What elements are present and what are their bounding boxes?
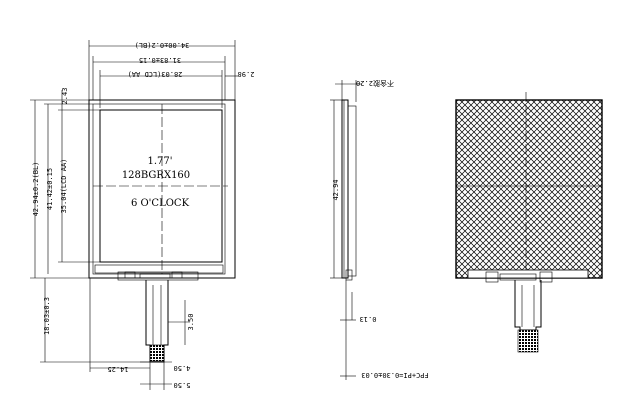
- dim-lcd-aa-height: 35.04(LCD AA): [60, 159, 68, 214]
- panel-size-label: 1.77': [147, 156, 172, 167]
- dim-side-height: 42.94: [332, 179, 340, 200]
- dim-right-offset: 2.98: [238, 70, 255, 78]
- panel-resolution-label: 128BGRX160: [122, 170, 190, 181]
- dim-fpc-gap: 4.50: [174, 364, 191, 372]
- dim-bl-width: 34.00±0.2(BL): [135, 41, 190, 49]
- dim-outer-height: 41.42±0.15: [46, 168, 54, 210]
- dim-fpc-pos: 14.25: [107, 365, 128, 373]
- dim-side-thickness: 不含胶2.20: [356, 79, 394, 88]
- dim-fpc-total: FPC+PI=0.30±0.03: [361, 371, 428, 379]
- dim-lcd-aa-width: 28.03(LCD AA): [128, 70, 183, 78]
- fpc-contact-pads: [149, 344, 165, 362]
- panel-view-label: 6 O'CLOCK: [131, 198, 190, 209]
- dim-fpc-width: 3.50: [187, 314, 195, 331]
- dim-fpc-thickness: 0.13: [360, 315, 377, 323]
- dim-fpc-bottom: 5.50: [174, 381, 191, 389]
- back-view: [455, 92, 603, 353]
- side-view: 不含胶2.20 42.94 0.13 FPC+PI=0.30±0.03: [330, 79, 429, 380]
- dim-top-offset: 2.43: [61, 88, 69, 105]
- back-fpc-contact-pads: [517, 329, 539, 353]
- dim-lcd-outer: 31.83±0.15: [139, 56, 181, 64]
- front-view: 34.00±0.2(BL) 31.83±0.15 28.03(LCD AA) 2…: [30, 40, 254, 390]
- dim-fpc-length: 18.03±0.3: [43, 297, 51, 335]
- dim-bl-height: 42.94±0.2(BL): [32, 162, 40, 217]
